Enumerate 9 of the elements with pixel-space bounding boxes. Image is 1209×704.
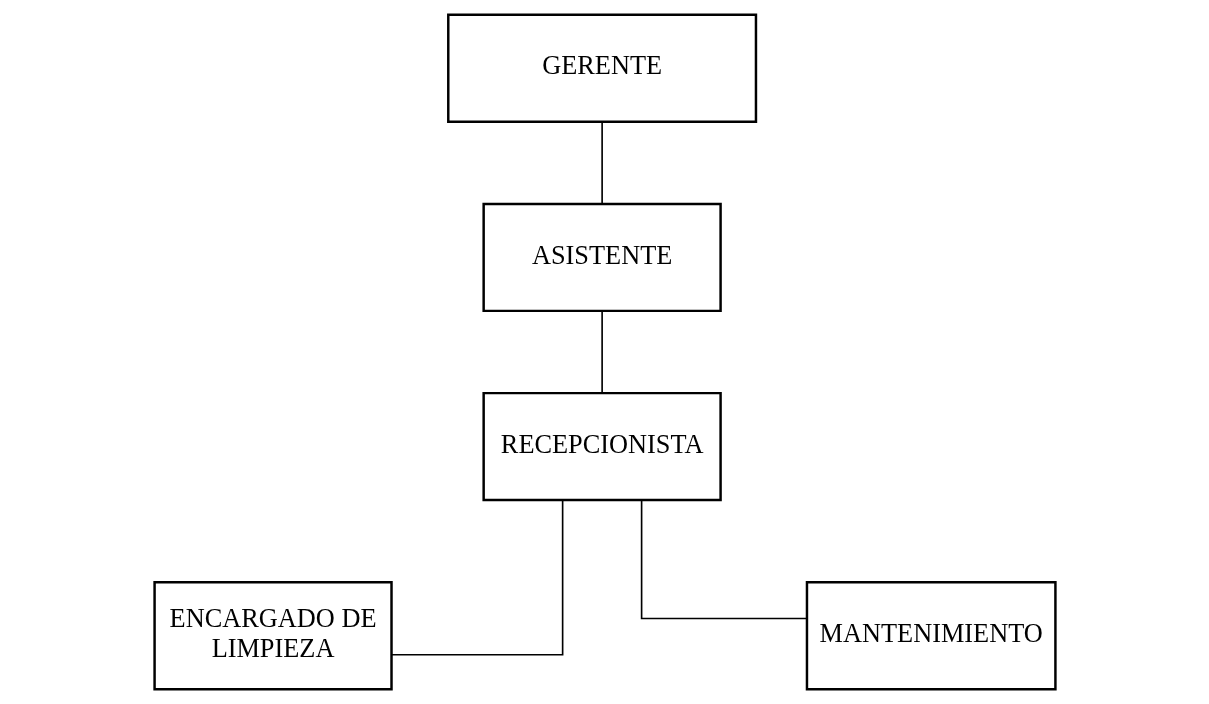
connector	[640, 499, 808, 620]
connector	[600, 121, 603, 205]
connector	[600, 310, 603, 394]
node-box: MANTENIMIENTO	[805, 581, 1057, 691]
node-box: RECEPCIONISTA	[481, 391, 722, 502]
connector	[390, 499, 563, 656]
node-box: ASISTENTE	[481, 202, 722, 313]
node-box: ENCARGADO DE LIMPIEZA	[152, 581, 393, 691]
node-box: GERENTE	[446, 13, 757, 123]
